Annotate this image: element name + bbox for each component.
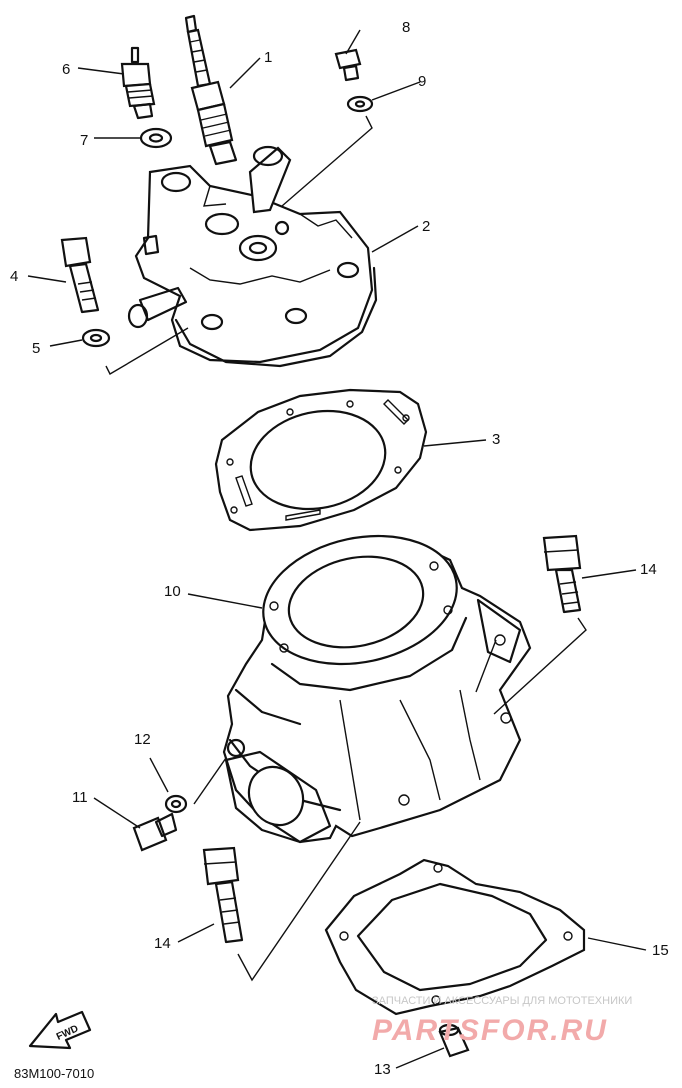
callout-2: 2 — [422, 218, 430, 235]
fwd-arrow-icon: FWD — [28, 1010, 92, 1050]
callout-10: 10 — [164, 583, 181, 600]
callout-14-upper: 14 — [640, 561, 657, 578]
callout-3: 3 — [492, 431, 500, 448]
callout-1: 1 — [264, 49, 272, 66]
bolt-14-upper — [542, 534, 582, 614]
callout-12: 12 — [134, 731, 151, 748]
callout-15: 15 — [652, 942, 669, 959]
callout-8: 8 — [402, 19, 410, 36]
callout-5: 5 — [32, 340, 40, 357]
bolt-11 — [132, 812, 178, 852]
callout-4: 4 — [10, 268, 18, 285]
head-gasket-3 — [214, 388, 428, 532]
washer-7 — [139, 127, 173, 149]
washer-9 — [346, 95, 374, 113]
callout-11: 11 — [72, 789, 88, 806]
base-gasket-15 — [324, 858, 586, 1016]
spark-plug-1 — [184, 14, 238, 166]
callout-14-lower: 14 — [154, 935, 171, 952]
callout-labels: 1 2 3 4 5 6 7 8 9 10 11 12 13 14 14 15 — [10, 19, 669, 1078]
callout-13: 13 — [374, 1061, 391, 1078]
dowel-13 — [438, 1023, 470, 1058]
cylinder-10 — [222, 534, 532, 844]
washer-5 — [81, 328, 111, 348]
callout-9: 9 — [418, 73, 426, 90]
callout-7: 7 — [80, 132, 88, 149]
watermark-brand: PARTSFOR.RU — [372, 1014, 608, 1047]
callout-6: 6 — [62, 61, 70, 78]
washer-12 — [164, 794, 188, 814]
leader-lines — [27, 29, 647, 1069]
bolt-14-lower — [202, 846, 244, 944]
diagram-code: 83M100-7010 — [14, 1066, 94, 1081]
watermark: ЗАПЧАСТИ И АКСЕССУАРЫ ДЛЯ МОТОТЕХНИКИ PA… — [372, 995, 632, 1047]
cylinder-head-2 — [127, 145, 378, 368]
watermark-tagline: ЗАПЧАСТИ И АКСЕССУАРЫ ДЛЯ МОТОТЕХНИКИ — [372, 995, 632, 1007]
bolt-4 — [60, 236, 100, 314]
bolt-8 — [334, 48, 362, 82]
spark-plug-small — [120, 46, 156, 120]
